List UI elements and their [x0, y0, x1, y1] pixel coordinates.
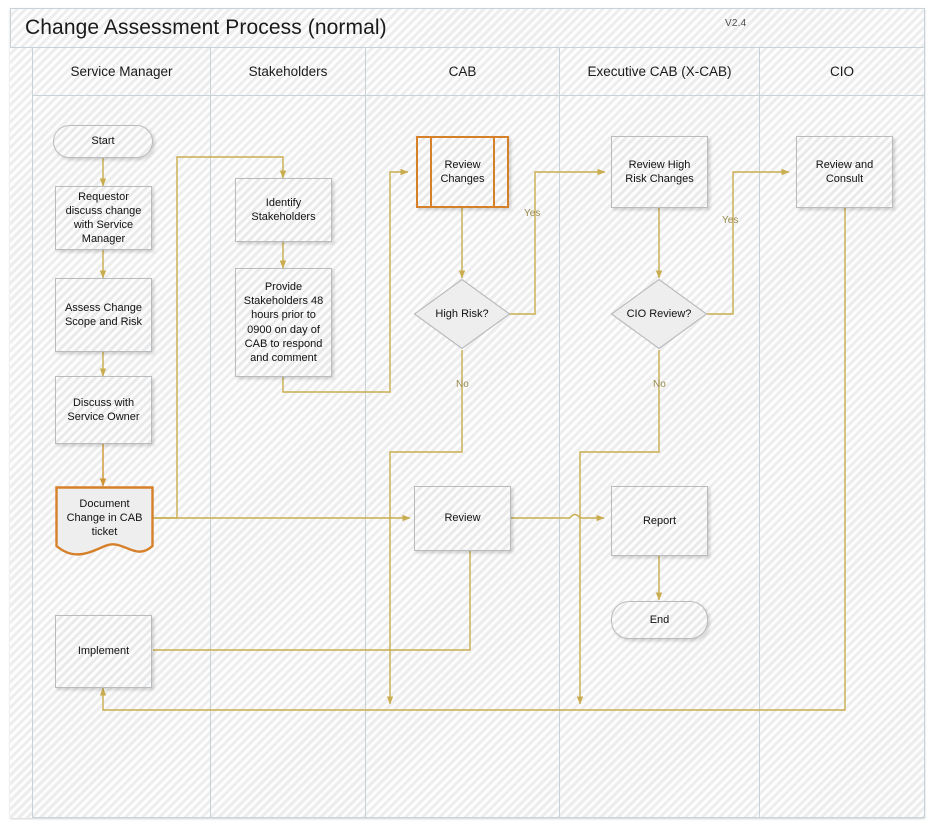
node-review-high-risk-changes[interactable]: Review High Risk Changes	[611, 136, 708, 208]
node-provide-stakeholders[interactable]: Provide Stakeholders 48 hours prior to 0…	[235, 268, 332, 377]
lane-header-stakeholders: Stakeholders	[211, 48, 365, 96]
node-implement[interactable]: Implement	[55, 615, 152, 688]
version-label: V2.4	[725, 18, 747, 29]
document-shape-icon	[55, 486, 154, 556]
page-title: Change Assessment Process (normal)	[25, 16, 387, 39]
lane-stakeholders: Stakeholders	[211, 48, 366, 818]
lane-service-manager: Service Manager	[33, 48, 211, 818]
node-review-changes[interactable]: Review Changes	[416, 136, 509, 208]
lane-label: Stakeholders	[248, 64, 328, 79]
node-cio-review-decision[interactable]: CIO Review?	[610, 278, 708, 350]
lane-header-cio: CIO	[760, 48, 924, 96]
lane-header-cab: CAB	[366, 48, 559, 96]
lane-header-executive-cab: Executive CAB (X-CAB)	[560, 48, 759, 96]
lane-cab: CAB	[366, 48, 560, 818]
edge-label-cio-no: No	[653, 379, 666, 390]
pool-side-band	[10, 48, 33, 818]
edge-label-highrisk-no: No	[456, 379, 469, 390]
edge-label-cio-yes: Yes	[722, 215, 739, 226]
node-discuss-service-owner[interactable]: Discuss with Service Owner	[55, 376, 152, 444]
pool-title-bar: Change Assessment Process (normal)	[10, 8, 925, 48]
node-document-change[interactable]: Document Change in CAB ticket	[55, 486, 154, 562]
lane-header-service-manager: Service Manager	[33, 48, 210, 96]
lane-cio: CIO	[760, 48, 924, 818]
node-review[interactable]: Review	[414, 486, 511, 551]
node-high-risk-decision[interactable]: High Risk?	[413, 278, 511, 350]
node-review-and-consult[interactable]: Review and Consult	[796, 136, 893, 208]
diamond-shape-icon	[413, 278, 511, 350]
node-start[interactable]: Start	[53, 125, 153, 158]
node-end[interactable]: End	[611, 601, 708, 639]
lane-label: CAB	[448, 64, 477, 79]
node-report[interactable]: Report	[611, 486, 708, 556]
edge-label-highrisk-yes: Yes	[524, 208, 541, 219]
lane-label: Executive CAB (X-CAB)	[587, 64, 732, 79]
lane-label: CIO	[829, 64, 854, 79]
node-requestor-discuss[interactable]: Requestor discuss change with Service Ma…	[55, 186, 152, 250]
lane-executive-cab: Executive CAB (X-CAB)	[560, 48, 760, 818]
node-identify-stakeholders[interactable]: Identify Stakeholders	[235, 178, 332, 242]
node-assess-change[interactable]: Assess Change Scope and Risk	[55, 278, 152, 352]
diamond-shape-icon	[610, 278, 708, 350]
lane-label: Service Manager	[70, 64, 173, 79]
